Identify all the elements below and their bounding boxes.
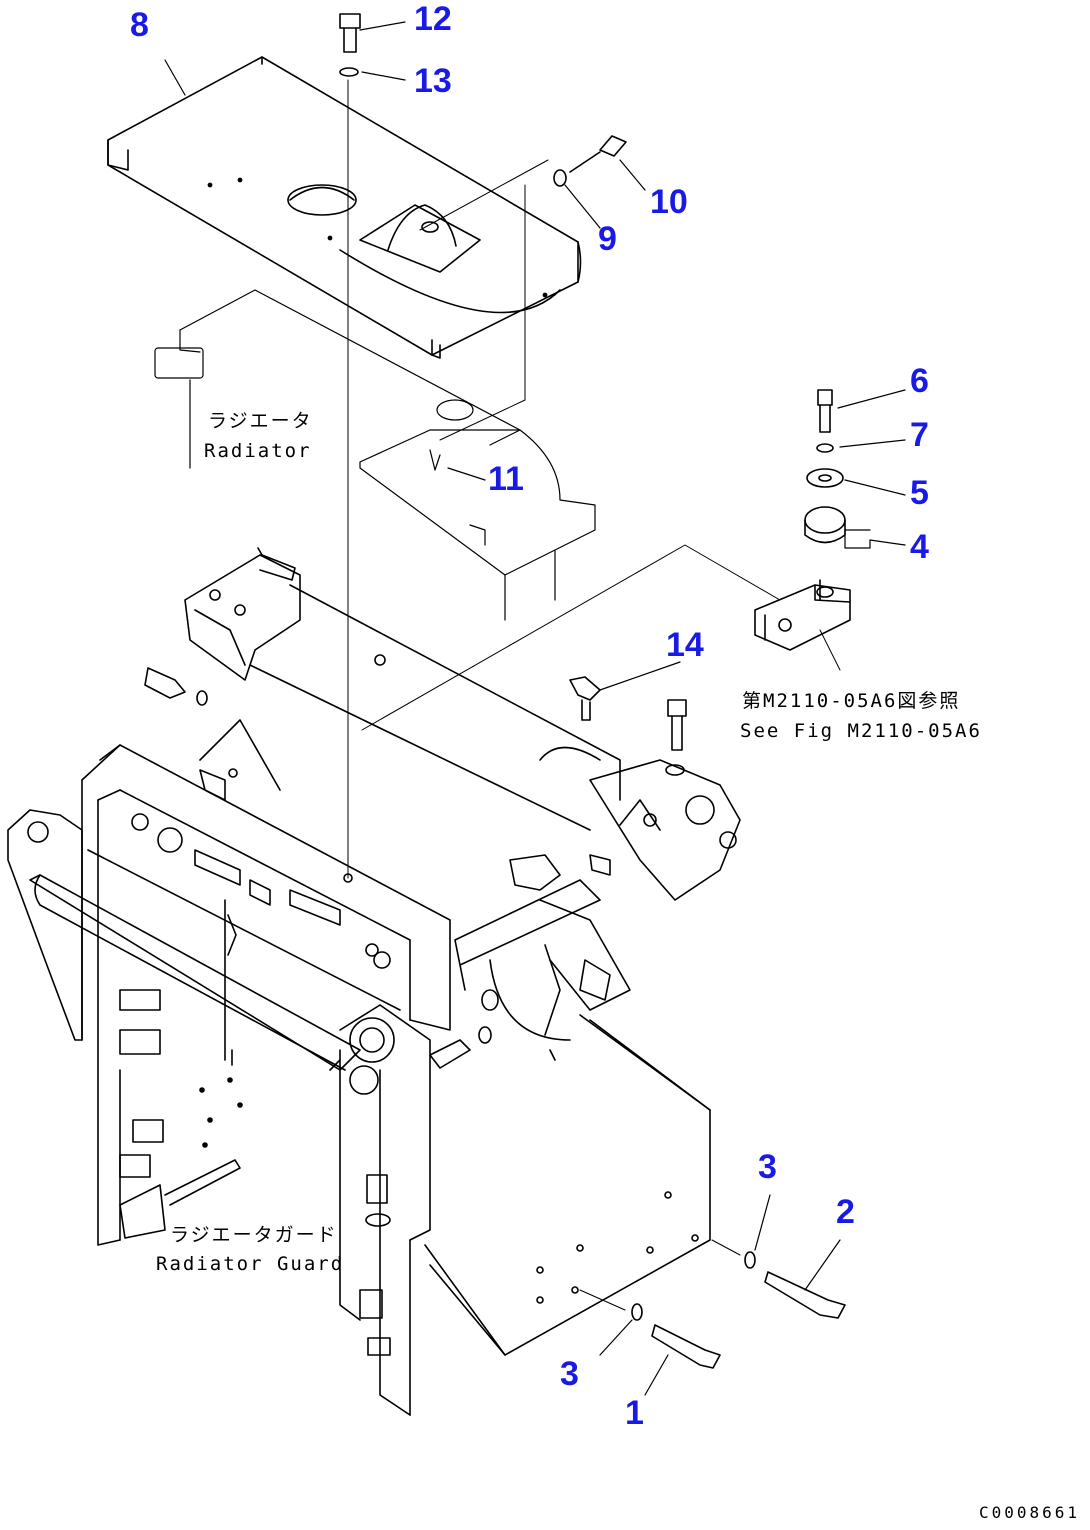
- drawing-number: C0008661: [978, 1503, 1080, 1522]
- radiator-guard-label-en: Radiator Guard: [156, 1253, 345, 1275]
- radiator-guard-frame: [8, 720, 450, 1415]
- radiator-label-jp: ラジエータ: [208, 410, 313, 432]
- top-cover-part: [108, 57, 581, 358]
- leader-lines: [165, 22, 905, 1395]
- callout-9: 9: [598, 220, 617, 258]
- upper-frame-tube: [185, 548, 740, 900]
- mount-guide-line: [362, 545, 780, 730]
- callout-3-lower: 3: [560, 1355, 579, 1393]
- callout-13: 13: [414, 62, 452, 100]
- callout-7: 7: [910, 416, 929, 454]
- callout-14: 14: [666, 626, 704, 664]
- callout-11: 11: [488, 460, 524, 498]
- radiator-label-en: Radiator: [204, 440, 312, 462]
- frame-bolts: [145, 668, 686, 775]
- callout-6: 6: [910, 362, 929, 400]
- callout-2: 2: [836, 1193, 855, 1231]
- bolt-12-washer-13: [340, 14, 360, 882]
- callout-4: 4: [910, 528, 929, 566]
- guard-brackets-right: [360, 1175, 390, 1355]
- see-fig-label-jp: 第M2110-05A6図参照: [742, 690, 961, 712]
- callout-5: 5: [910, 474, 929, 512]
- see-fig-label-en: See Fig M2110-05A6: [740, 720, 982, 742]
- callout-12: 12: [414, 0, 452, 38]
- bolt-10-washer-9: [420, 136, 626, 440]
- callout-10: 10: [650, 183, 688, 221]
- mount-assembly: [755, 390, 850, 670]
- callout-8: 8: [130, 6, 149, 44]
- center-bracket: [430, 855, 630, 1068]
- callout-1: 1: [625, 1394, 644, 1432]
- guard-brackets-left: [120, 990, 242, 1238]
- bolt-1-bolt-2-washers-3: [580, 1240, 845, 1368]
- guard-side-plate: [425, 1015, 710, 1355]
- radiator-outline: [155, 290, 595, 620]
- radiator-guard-label-jp: ラジエータガード: [170, 1224, 338, 1246]
- callout-3-upper: 3: [758, 1148, 777, 1186]
